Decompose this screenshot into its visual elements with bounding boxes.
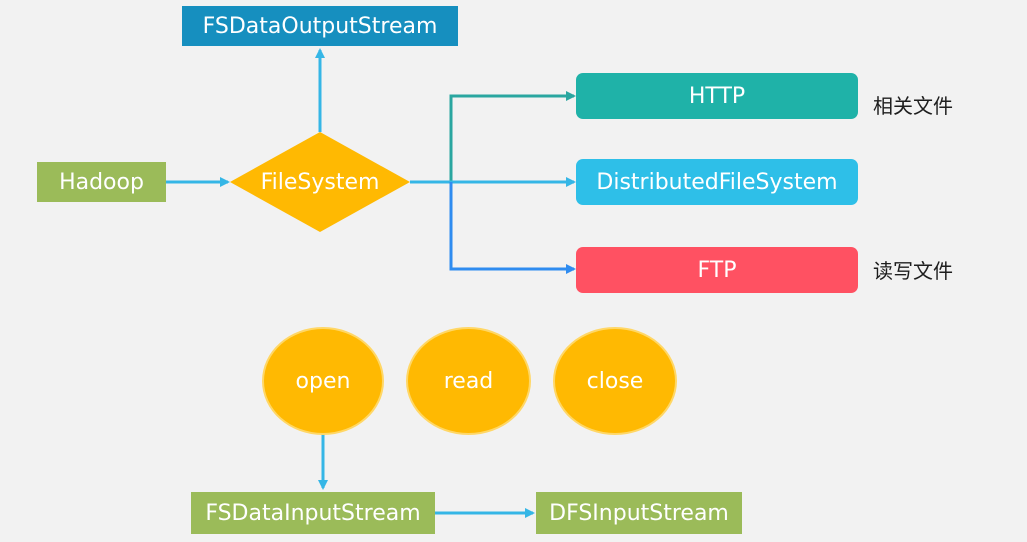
filesystem-label-wrap: FileSystem bbox=[230, 132, 410, 232]
fs-data-output-stream-label: FSDataOutputStream bbox=[202, 13, 438, 39]
distributed-file-system-label: DistributedFileSystem bbox=[596, 169, 838, 195]
close-label: close bbox=[586, 368, 644, 394]
open-circle: open bbox=[262, 327, 384, 435]
hadoop-label: Hadoop bbox=[59, 169, 144, 195]
dfs-input-stream-label: DFSInputStream bbox=[549, 500, 729, 526]
filesystem-label: FileSystem bbox=[260, 169, 380, 195]
hadoop-box: Hadoop bbox=[37, 162, 166, 202]
http-label: HTTP bbox=[688, 83, 746, 109]
filesystem-diamond bbox=[230, 132, 410, 232]
fs-data-input-stream-box: FSDataInputStream bbox=[191, 492, 435, 534]
read-label: read bbox=[443, 368, 494, 394]
read-circle: read bbox=[406, 327, 531, 435]
ftp-box: FTP bbox=[576, 247, 858, 293]
distributed-file-system-box: DistributedFileSystem bbox=[576, 159, 858, 205]
related-files-note: 相关文件 bbox=[873, 94, 953, 118]
close-circle: close bbox=[553, 327, 677, 435]
arrow-filesystem-to-http bbox=[410, 91, 576, 184]
fs-data-input-stream-label: FSDataInputStream bbox=[205, 500, 421, 526]
fs-data-output-stream-box: FSDataOutputStream bbox=[182, 6, 458, 46]
http-box: HTTP bbox=[576, 73, 858, 119]
arrow-filesystem-to-ftp bbox=[449, 182, 576, 274]
dfs-input-stream-box: DFSInputStream bbox=[536, 492, 742, 534]
read-write-files-note: 读写文件 bbox=[873, 259, 953, 283]
ftp-label: FTP bbox=[697, 257, 737, 283]
open-label: open bbox=[295, 368, 351, 394]
